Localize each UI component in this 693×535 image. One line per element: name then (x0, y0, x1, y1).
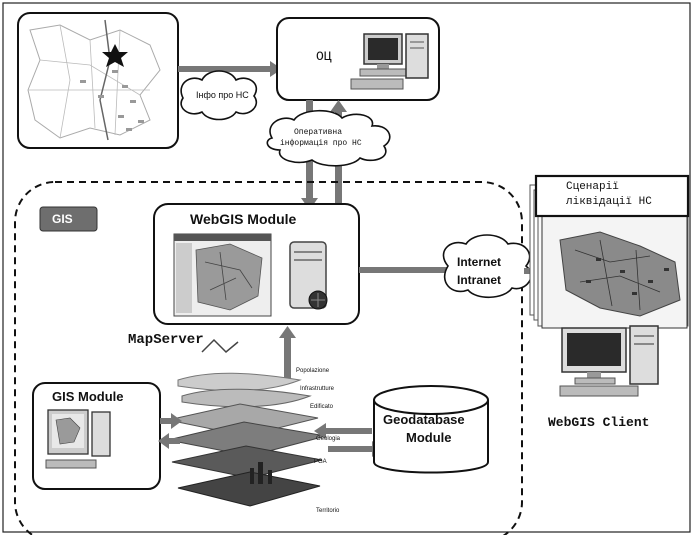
scenarios-box (534, 174, 690, 218)
gis-module-label: GIS Module (52, 389, 124, 404)
oc-label: ОЦ (316, 49, 332, 64)
geodatabase-label-line2: Module (406, 430, 452, 445)
geodatabase-label-line1: Geodatabase (383, 412, 465, 427)
layer-label-geologia: Geologia (316, 436, 341, 442)
operational-info-label-line2: інформація про НС (280, 139, 362, 148)
internet-label: Internet (457, 255, 502, 269)
arrow-webgis-to-internet (359, 267, 447, 273)
webgis-client-label: WebGIS Client (548, 415, 650, 430)
scenarios-label-line1: Сценарії (566, 181, 619, 193)
mapserver-pictogram (201, 338, 239, 354)
info-cloud-label: Інфо про НС (196, 90, 249, 100)
webgis-module-label: WebGIS Module (190, 211, 297, 227)
layer-label-pga: PGA (314, 459, 327, 465)
webgis-module-box (153, 203, 360, 325)
region-map-panel (17, 12, 179, 149)
operational-info-label-line1: Оперативна (294, 128, 343, 137)
internet-cloud (442, 234, 532, 299)
layer-label-edificato: Edificato (310, 404, 334, 410)
geodatabase-cylinder (373, 385, 489, 474)
arrow-map-to-oc (178, 66, 277, 72)
gis-container (14, 181, 523, 535)
intranet-label: Intranet (457, 273, 502, 287)
arrow-layers-up (284, 336, 291, 380)
gis-module-box (32, 382, 161, 490)
client-map-stack (529, 184, 689, 329)
scenarios-label-line2: ліквідації НС (566, 196, 652, 208)
incident-star-icon (102, 44, 128, 67)
operational-info-cloud (266, 109, 391, 167)
info-cloud (180, 70, 258, 121)
client-computer-icon (559, 325, 659, 397)
gis-tag (39, 206, 98, 232)
layer-stack (167, 372, 327, 507)
oc-box (276, 17, 440, 101)
layer-label-popolazione: Popolazione (296, 368, 330, 374)
arrow-geodb-to-layers (322, 428, 372, 434)
mapserver-label: MapServer (128, 332, 204, 348)
layer-label-territorio: Territorio (316, 508, 340, 514)
gis-tag-label: GIS (52, 212, 73, 226)
layer-label-infrastrutture: Infrastrutture (300, 386, 335, 392)
